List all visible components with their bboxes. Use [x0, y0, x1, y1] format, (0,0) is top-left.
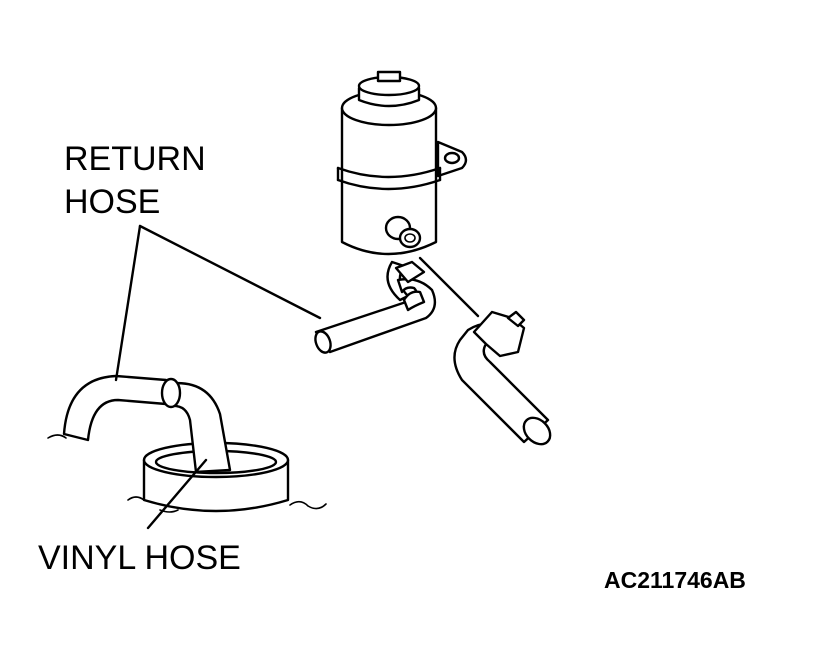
- detached-hose: [418, 256, 552, 446]
- return-leader-right: [138, 224, 322, 320]
- leader-lines: [114, 224, 322, 530]
- figure-code: AC211746AB: [604, 567, 746, 593]
- vinyl-leader: [146, 458, 208, 530]
- return-hose-label: RETURN HOSE: [64, 138, 206, 224]
- vinyl-hose-label: VINYL HOSE: [38, 539, 241, 577]
- return-leader-left: [114, 224, 142, 382]
- vinyl-hose-assembly: [47, 374, 327, 513]
- return-hose-label-line1: RETURN: [64, 140, 206, 178]
- return-hose: [314, 260, 437, 354]
- return-hose-label-line2: HOSE: [64, 183, 161, 221]
- reservoir-tank: [336, 70, 468, 256]
